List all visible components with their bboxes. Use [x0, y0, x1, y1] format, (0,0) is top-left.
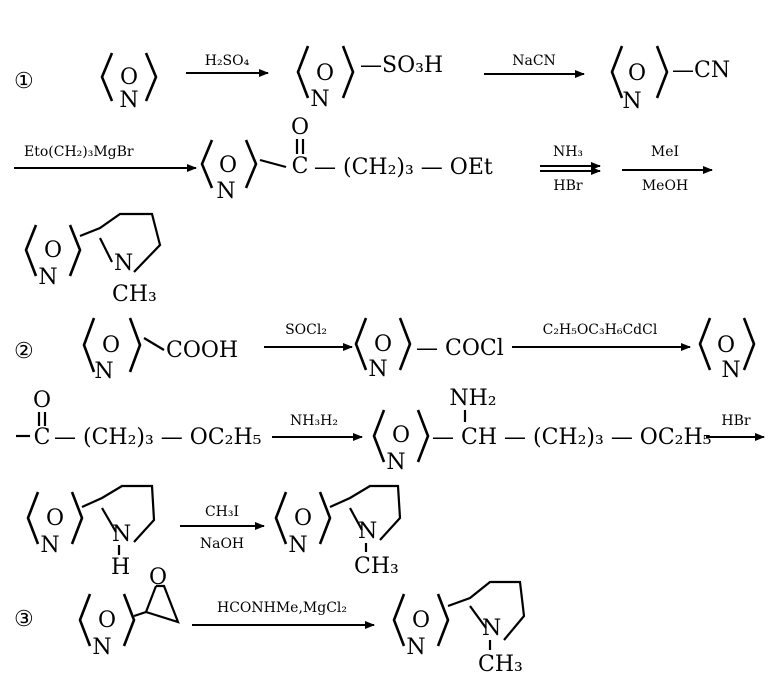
- substituent-cn: —CN: [672, 58, 730, 83]
- svg-text:O: O: [98, 608, 116, 633]
- svg-text:N: N: [406, 635, 425, 660]
- svg-text:O: O: [294, 506, 312, 531]
- reagent-nacn: NaCN: [512, 53, 556, 69]
- acyl-chloride-group: — COCl: [416, 336, 504, 361]
- nh-hydrogen: H: [111, 555, 130, 580]
- svg-text:N: N: [38, 265, 57, 290]
- cyclobutanone-ring: O: [133, 565, 180, 624]
- svg-text:N: N: [368, 357, 387, 382]
- reagent-meoh: MeOH: [642, 178, 688, 194]
- pyridine-ring: O N: [100, 52, 158, 113]
- pyridine-ring: O N: [82, 317, 142, 384]
- svg-text:O: O: [291, 115, 309, 140]
- pyridine-ring: O N: [354, 317, 412, 382]
- svg-text:O: O: [717, 333, 735, 358]
- svg-text:O: O: [46, 506, 64, 531]
- svg-text:O: O: [219, 153, 237, 178]
- svg-text:N: N: [216, 179, 235, 204]
- svg-text:C: C: [292, 154, 309, 179]
- svg-text:O: O: [392, 423, 410, 448]
- reagent-socl2: SOCl₂: [285, 322, 327, 338]
- svg-text:N: N: [114, 251, 133, 276]
- svg-text:N: N: [92, 635, 111, 660]
- ketone-chain: — (CH₂)₃ — OEt: [314, 155, 493, 180]
- svg-text:N: N: [40, 533, 59, 558]
- pyridine-ring: O N: [78, 593, 136, 660]
- svg-text:N: N: [622, 89, 641, 114]
- pyridine-ring: O N: [372, 409, 430, 475]
- svg-text:N: N: [358, 519, 377, 544]
- carbonyl-group: O C: [291, 115, 309, 179]
- step-number-1: ①: [14, 69, 34, 94]
- svg-text:O: O: [628, 61, 646, 86]
- svg-text:O: O: [44, 238, 62, 263]
- n-methyl-label: CH₃: [354, 554, 399, 579]
- svg-text:O: O: [120, 65, 138, 90]
- single-bond: [143, 337, 165, 351]
- step-number-3: ③: [14, 607, 34, 632]
- svg-text:O: O: [102, 333, 120, 358]
- reagent-grignard: Eto(CH₂)₃MgBr: [24, 144, 134, 160]
- svg-text:N: N: [310, 87, 329, 112]
- svg-text:C: C: [34, 425, 51, 450]
- reagent-formamide-mgcl2: HCONHMe,MgCl₂: [217, 600, 347, 616]
- svg-text:O: O: [412, 608, 430, 633]
- pyridine-ring: O N: [24, 224, 82, 290]
- svg-text:O: O: [33, 388, 51, 413]
- pyridine-ring: O N: [200, 139, 258, 204]
- svg-text:O: O: [316, 61, 334, 86]
- pyridine-ring: O N: [274, 491, 332, 558]
- ketone-chain: — (CH₂)₃ — OC₂H₅: [54, 425, 262, 450]
- reagent-naoh: NaOH: [200, 536, 244, 552]
- pyrrolidine-ring: N: [329, 484, 402, 544]
- step-number-2: ②: [14, 339, 34, 364]
- reagent-nh3: NH₃: [553, 144, 583, 160]
- pyridine-ring: O N: [698, 317, 756, 383]
- svg-text:N: N: [94, 359, 113, 384]
- n-methyl-label: CH₃: [112, 282, 157, 307]
- svg-text:N: N: [482, 616, 501, 641]
- pyrrolidine-ring: N: [447, 580, 526, 641]
- amine-chain: — CH — (CH₂)₃ — OC₂H₅: [432, 425, 712, 450]
- carbonyl-group: O C: [33, 388, 51, 450]
- pyridine-ring: O N: [26, 491, 84, 558]
- reagent-ch3i: CH₃I: [205, 504, 239, 520]
- pyridine-ring: O N: [392, 593, 450, 660]
- n-methyl-label: CH₃: [478, 652, 523, 677]
- svg-text:O: O: [149, 565, 167, 590]
- reagent-hbr: HBr: [553, 178, 582, 194]
- single-bond: [259, 158, 287, 169]
- svg-text:N: N: [721, 358, 740, 383]
- svg-text:N: N: [112, 522, 131, 547]
- svg-text:N: N: [386, 450, 405, 475]
- substituent-so3h: —SO₃H: [360, 53, 443, 78]
- svg-text:N: N: [288, 533, 307, 558]
- carboxyl-group: COOH: [166, 338, 238, 363]
- reagent-nh3-h2: NH₃H₂: [290, 413, 338, 429]
- reagent-organocadmium: C₂H₅OC₃H₆CdCl: [543, 322, 658, 338]
- svg-text:N: N: [119, 88, 138, 113]
- reagent-mei: MeI: [651, 144, 679, 160]
- pyridine-ring: O N: [610, 45, 669, 114]
- amino-group: NH₂: [449, 386, 496, 411]
- reagent-hbr: HBr: [721, 413, 750, 429]
- reagent-h2so4: H₂SO₄: [205, 53, 250, 69]
- pyridine-ring: O N: [296, 45, 355, 112]
- pyrrolidine-ring: N: [79, 212, 162, 276]
- pyrrolidine-ring: N: [81, 484, 156, 547]
- svg-text:O: O: [374, 332, 392, 357]
